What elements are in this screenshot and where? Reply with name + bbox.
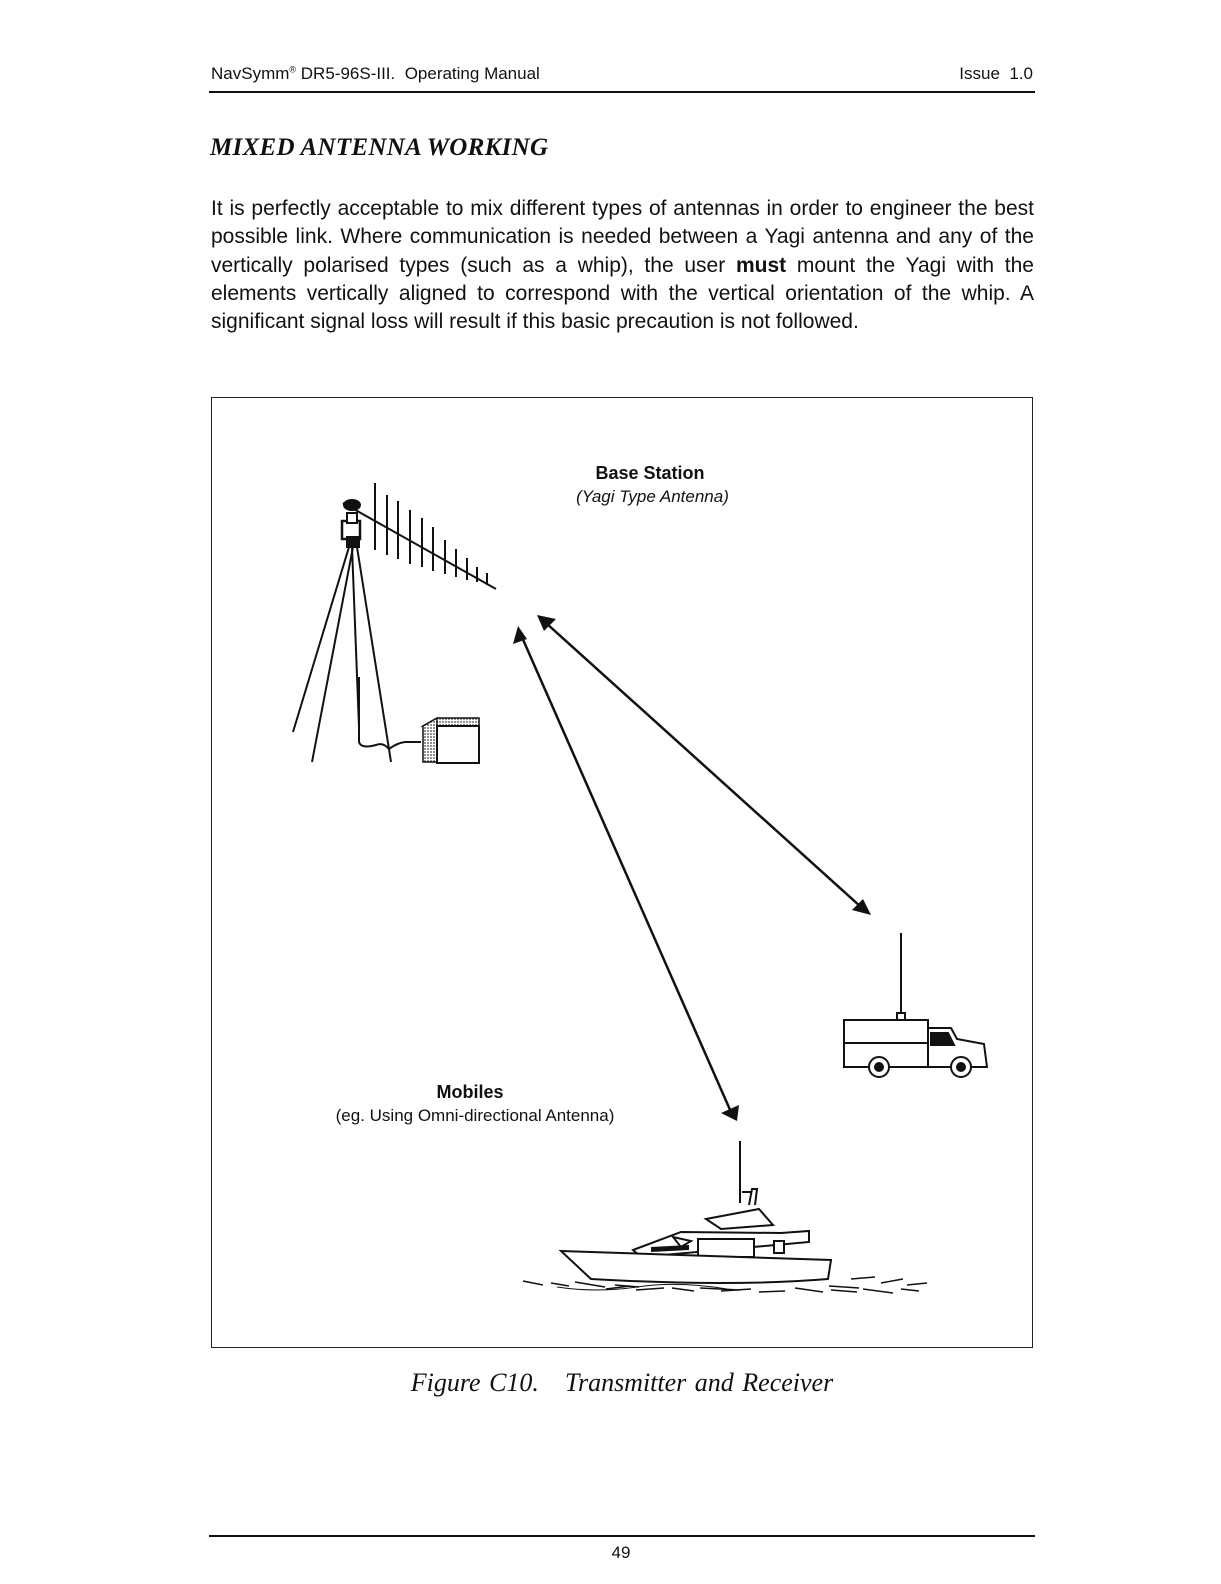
registered-mark: ®: [289, 64, 297, 75]
yagi-antenna-icon: [340, 483, 497, 590]
issue-number: Issue 1.0: [959, 64, 1033, 83]
link-arrow-base-boat: [513, 626, 739, 1121]
paragraph-text-1: It is perfectly acceptable to mix differ…: [211, 197, 1034, 277]
running-header-title: NavSymm® DR5-96S-III. Operating Manual: [211, 64, 540, 84]
antenna-diagram: [292, 483, 989, 1294]
mobiles-label: Mobiles: [436, 1082, 504, 1102]
base-station-sublabel: (Yagi Type Antenna): [576, 487, 729, 506]
paragraph-emphasis: must: [735, 253, 787, 277]
link-arrow-base-vehicle: [537, 615, 871, 915]
mobiles-sublabel: (eg. Using Omni-directional Antenna): [335, 1106, 615, 1125]
paragraph-text-2: mount the Yagi with the elements vertica…: [211, 253, 1034, 334]
header-rule: [209, 91, 1035, 93]
figure-number: Figure C10.: [410, 1368, 539, 1397]
figure-frame: [211, 397, 1033, 1348]
vehicle-icon: [843, 933, 989, 1078]
body-paragraph: It is perfectly acceptable to mix differ…: [211, 195, 1034, 336]
radio-unit-icon: [420, 716, 480, 764]
page-number: 49: [611, 1543, 631, 1562]
section-title: MIXED ANTENNA WORKING: [210, 134, 549, 161]
model-and-document: DR5-96S-III. Operating Manual: [296, 64, 540, 83]
figure-caption: Figure C10. Transmitter and Receiver: [211, 1368, 1033, 1398]
water-waves-icon: [522, 1276, 928, 1294]
footer-rule: [209, 1535, 1035, 1537]
product-name: NavSymm: [211, 64, 290, 83]
boat-icon: [558, 1141, 833, 1284]
base-station-label: Base Station: [595, 463, 705, 483]
figure-title: Transmitter and Receiver: [564, 1368, 834, 1397]
tripod-icon: [292, 546, 421, 763]
